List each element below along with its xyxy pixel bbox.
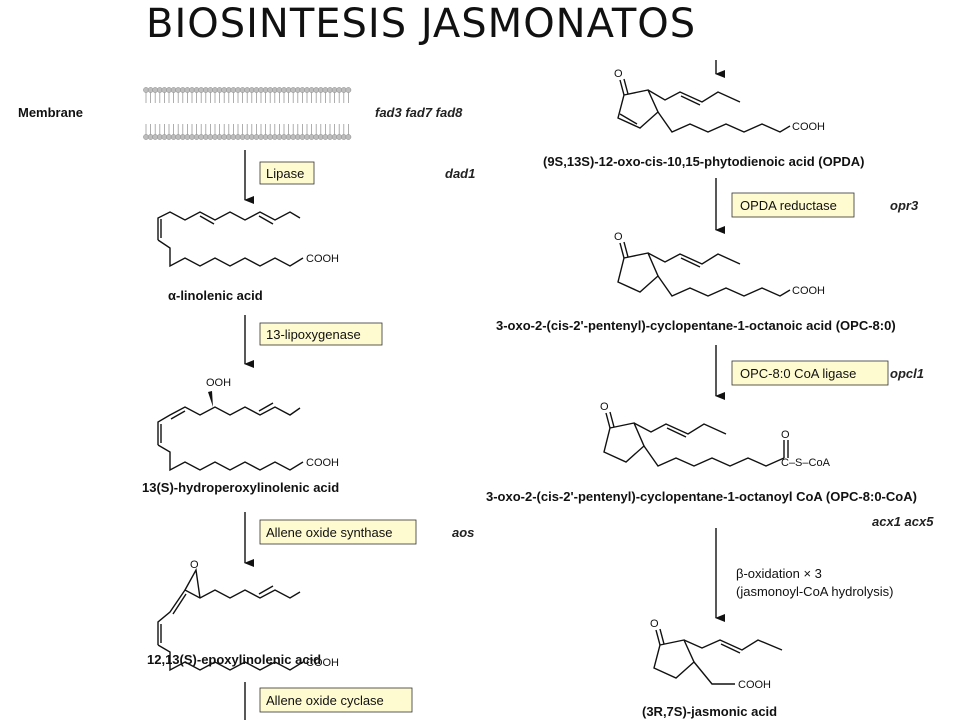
cooh-label: COOH [792,285,825,297]
beta-oxidation-label: β-oxidation × 3 [736,566,822,581]
enzyme-lipoxygenase: 13-lipoxygenase [266,327,361,342]
cooh-label: COOH [306,253,339,265]
ketone-o-label: O [650,618,659,630]
membrane-label: Membrane [18,105,83,120]
structure-jasmonic-acid: O COOH [650,618,783,691]
compound-opda: (9S,13S)-12-oxo-cis-10,15-phytodienoic a… [543,154,864,169]
enzyme-opda-reductase: OPDA reductase [740,198,837,213]
membrane-bilayer [143,87,352,140]
structure-hydroperoxylinolenic-acid: OOH COOH [157,377,339,472]
structure-linolenic-acid: COOH [157,211,339,268]
enzyme-opc-coa-ligase: OPC-8:0 CoA ligase [740,366,856,381]
compound-linolenic-acid: α-linolenic acid [168,288,263,303]
ketone-o-label: O [614,231,623,243]
gene-opcl1: opcl1 [890,366,924,381]
cooh-label: COOH [792,121,825,133]
compound-opc-8-0: 3-oxo-2-(cis-2'-pentenyl)-cyclopentane-1… [496,318,896,333]
enzyme-box-lipoxygenase [259,322,383,346]
ketone-o-label: O [600,401,609,413]
thioester-o-label: O [781,429,790,441]
gene-aos: aos [452,525,474,540]
coa-label: C–S–CoA [781,457,831,469]
enzyme-box-lipase [259,161,315,185]
enzyme-allene-oxide-synthase: Allene oxide synthase [266,525,392,540]
gene-acx: acx1 acx5 [872,514,934,529]
beta-oxidation-note: (jasmonoyl-CoA hydrolysis) [736,584,894,599]
epoxide-o-label: O [190,559,199,571]
slide-title: BIOSINTESIS JASMONATOS [146,1,697,47]
compound-opc-8-0-coa: 3-oxo-2-(cis-2'-pentenyl)-cyclopentane-1… [486,489,917,504]
gene-fad: fad3 fad7 fad8 [375,105,463,120]
enzyme-box-coa-ligase [731,360,889,386]
enzyme-allene-oxide-cyclase: Allene oxide cyclase [266,693,384,708]
ooh-label: OOH [206,377,231,389]
enzyme-box-aoc [259,687,413,713]
enzyme-box-opda-reductase [731,192,855,218]
structure-epoxylinolenic-acid: O COOH [157,559,339,672]
compound-jasmonic-acid: (3R,7S)-jasmonic acid [642,704,777,719]
structure-opda: O COOH [614,68,825,133]
ketone-o-label: O [614,68,623,80]
enzyme-lipase: Lipase [266,166,304,181]
structure-opc-8-0: O COOH [614,231,825,297]
enzyme-box-aos [259,519,417,545]
cooh-label: COOH [306,457,339,469]
compound-epoxylinolenic-acid: 12,13(S)-epoxylinolenic acid [147,652,321,667]
compound-hydroperoxylinolenic-acid: 13(S)-hydroperoxylinolenic acid [142,480,339,495]
cooh-label: COOH [738,679,771,691]
gene-opr3: opr3 [890,198,919,213]
cooh-label: COOH [306,657,339,669]
gene-dad1: dad1 [445,166,475,181]
structure-opc-8-0-coa: O O C–S–CoA [600,401,831,469]
